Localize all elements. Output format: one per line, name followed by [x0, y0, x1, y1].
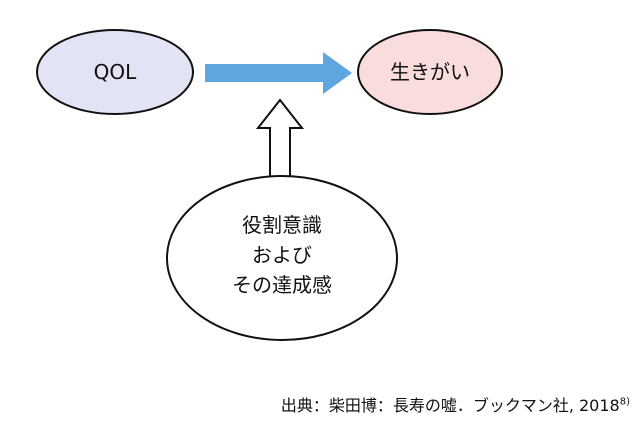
- ikigai-label: 生きがい: [390, 60, 470, 84]
- node-role-awareness: 役割意識 および その達成感: [166, 175, 398, 341]
- role-line-1: 役割意識: [242, 213, 322, 237]
- qol-ellipse: [36, 29, 194, 115]
- node-qol: QOL: [36, 29, 194, 115]
- qol-label: QOL: [94, 60, 137, 84]
- role-awareness-circle: [166, 175, 398, 341]
- node-ikigai: 生きがい: [357, 29, 503, 115]
- source-text: 出典：柴田博：長寿の嘘．ブックマン社, 2018: [280, 396, 620, 415]
- role-line-2: および: [252, 243, 312, 267]
- role-line-3: その達成感: [232, 273, 332, 297]
- hollow-up-arrow: [255, 98, 305, 183]
- ikigai-ellipse: [357, 29, 503, 115]
- source-citation: 出典：柴田博：長寿の嘘．ブックマン社, 20188): [0, 392, 630, 416]
- source-reference-number: 8): [619, 396, 630, 408]
- blue-right-arrow: [205, 52, 352, 94]
